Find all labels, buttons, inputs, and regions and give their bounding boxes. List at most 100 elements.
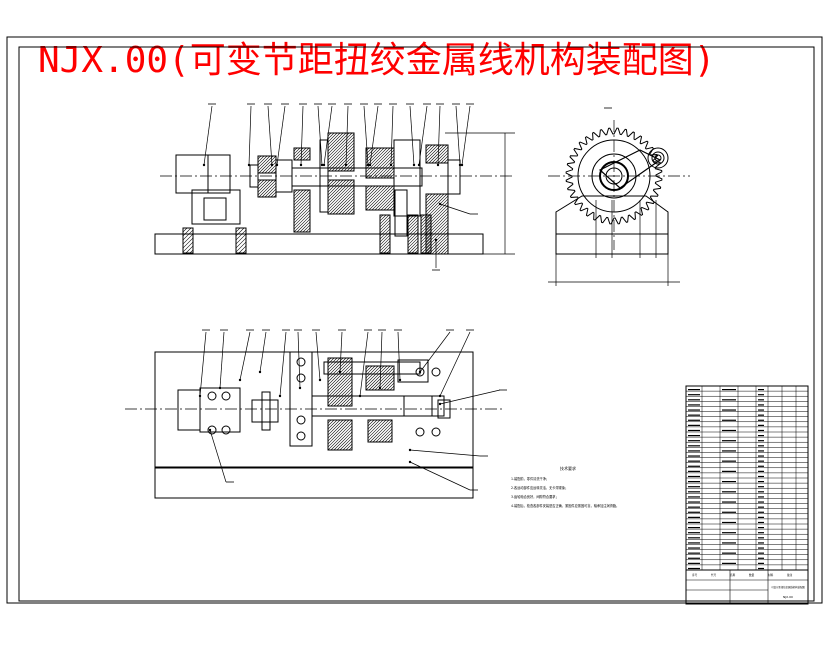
hatch-line <box>328 420 347 439</box>
parts-row-qty-mark <box>758 552 764 554</box>
leader-dot <box>275 163 279 167</box>
hatch-line <box>383 379 394 390</box>
parts-row-code-mark <box>688 475 700 478</box>
hatch-lines <box>366 186 394 210</box>
leader-dot <box>458 163 462 167</box>
part-leader <box>369 105 379 166</box>
hatch-line <box>328 180 353 205</box>
hatch-line <box>242 249 246 253</box>
parts-row-qty-mark <box>758 562 764 564</box>
hatch-line <box>377 161 394 178</box>
front-elevation-view <box>154 103 515 271</box>
hatch-line <box>329 189 354 214</box>
part-leader <box>390 105 394 166</box>
parts-row-code-mark <box>688 501 700 503</box>
parts-row-qty-mark <box>758 567 764 570</box>
parts-row-qty-mark <box>758 481 764 483</box>
parts-row-name-mark <box>722 491 736 493</box>
hatch-line <box>434 240 448 254</box>
hatch-line <box>258 180 274 196</box>
hatch-line <box>236 229 246 241</box>
plan-end-housing <box>403 395 445 417</box>
hatch-lines <box>328 133 354 171</box>
title-block-name: 可变节距扭绞金属线机构装配图 <box>771 585 805 589</box>
technical-requirements-heading: 技术要求 <box>560 465 576 471</box>
hatch-line <box>371 155 394 178</box>
hatch-line <box>328 375 352 401</box>
hatch-line <box>328 420 344 436</box>
hatch-line <box>380 216 390 228</box>
hatch-lines <box>368 420 392 442</box>
hatch-line <box>328 180 354 208</box>
hatch-line <box>366 149 394 178</box>
mount-bolt-head <box>207 391 217 401</box>
hatch-line <box>183 228 184 229</box>
hatch-line <box>421 237 431 249</box>
hatch-line <box>375 425 392 442</box>
parts-row-name-mark <box>722 470 736 472</box>
parts-row-code-mark <box>688 562 700 564</box>
hatch-line <box>366 186 382 202</box>
parts-row-qty-mark <box>758 389 764 391</box>
hatch-lines <box>328 420 352 450</box>
end-cap <box>447 159 461 195</box>
hatch-line <box>371 187 394 210</box>
hatch-line <box>368 420 390 442</box>
block-bolt <box>296 373 306 383</box>
hatch-line <box>343 160 354 171</box>
hatch-line <box>380 237 390 249</box>
hatch-line <box>294 190 304 200</box>
parts-row-qty-mark <box>758 542 764 544</box>
parts-row-qty-mark <box>758 414 764 416</box>
end-bolt <box>431 427 441 437</box>
leader-dot <box>434 238 438 242</box>
technical-requirement-line: 1.装配前，零件清洗干净； <box>511 476 549 481</box>
parts-row-code-mark <box>688 481 700 483</box>
plan-motor-mount <box>199 387 241 433</box>
leader-dot <box>438 394 442 398</box>
hatch-line <box>328 378 352 404</box>
hatch-line <box>386 382 394 390</box>
hatch-line <box>408 216 418 228</box>
pedestal-bolt <box>379 214 391 254</box>
hatch-line <box>328 358 352 383</box>
hatch-line <box>305 155 310 160</box>
hatch-line <box>377 373 394 390</box>
part-leader <box>248 105 252 166</box>
hatch-line <box>426 145 439 158</box>
hatch-line <box>340 157 354 171</box>
hatch-line <box>336 390 352 406</box>
hatch-line <box>350 210 354 214</box>
parts-row-code-mark <box>688 450 700 452</box>
hatch-line <box>378 428 392 442</box>
parts-row-code-mark <box>688 521 700 524</box>
part-leader <box>455 105 461 166</box>
hatch-line <box>328 133 338 143</box>
bearing-pedestal <box>293 189 311 233</box>
gear-bore <box>599 161 629 191</box>
hatch-line <box>426 201 448 225</box>
parts-row-qty-mark <box>758 547 764 549</box>
slider-post <box>394 189 408 237</box>
hatch-line <box>261 182 276 197</box>
leader-dot <box>247 163 251 167</box>
part-leader <box>345 105 349 166</box>
side-elevation-view <box>548 107 690 286</box>
hatch-line <box>236 241 246 253</box>
part-leader <box>300 105 304 166</box>
hatch-line <box>339 437 352 450</box>
hatch-line <box>426 145 436 155</box>
large-spur-gear <box>565 127 663 225</box>
pinion-block-upper <box>365 147 395 179</box>
hatch-line <box>328 145 354 171</box>
hatch-line <box>377 193 394 210</box>
parts-row-code-mark <box>688 465 700 467</box>
parts-row-name-mark <box>722 552 736 554</box>
part-leader <box>276 105 286 166</box>
hatch-line <box>366 148 382 164</box>
hatch-line <box>258 156 276 173</box>
plan-part-leader <box>439 331 471 397</box>
leader-dot <box>258 370 262 374</box>
parts-table-border <box>685 385 809 605</box>
hatch-line <box>344 204 354 214</box>
